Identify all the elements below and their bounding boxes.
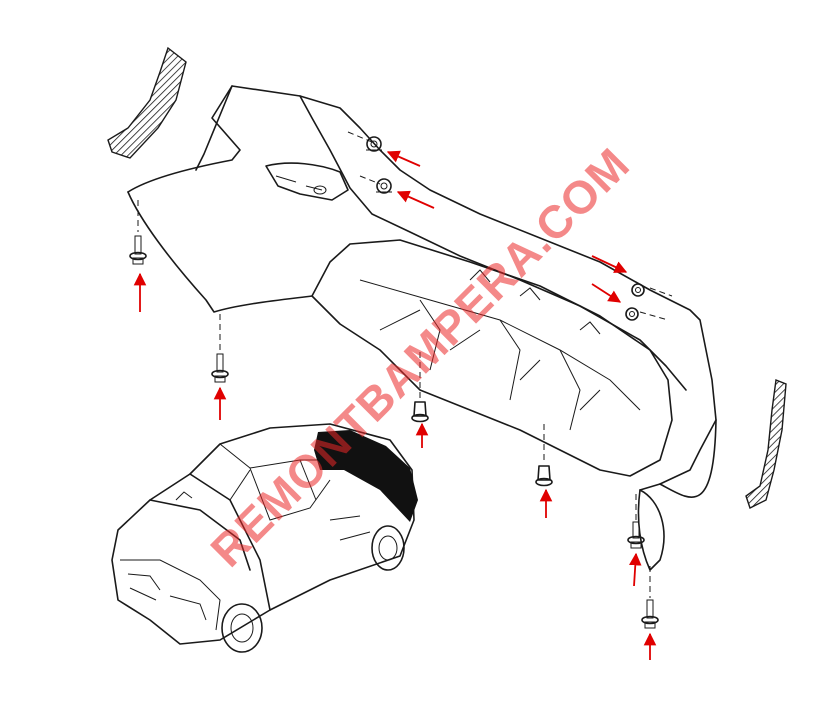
lower-diffuser-panel-icon — [311, 239, 673, 477]
arrow-left — [386, 150, 421, 167]
plastic-clip-fastener-icon — [366, 136, 645, 487]
left-bumper-bracket-icon — [107, 46, 187, 159]
suv-reference-car-icon — [111, 423, 418, 653]
fastener-arrows — [133, 150, 657, 660]
arrow-left — [396, 190, 435, 209]
rear-bumper-cover-icon — [127, 85, 717, 571]
arrow-right — [591, 283, 622, 303]
fastener-guide-lines — [137, 131, 673, 598]
right-bumper-bracket-icon — [745, 379, 787, 509]
arrow-up — [629, 552, 642, 587]
arrow-right — [591, 255, 628, 273]
highlighted-rear-section — [314, 430, 418, 522]
bolt-fastener-icon — [129, 235, 659, 629]
